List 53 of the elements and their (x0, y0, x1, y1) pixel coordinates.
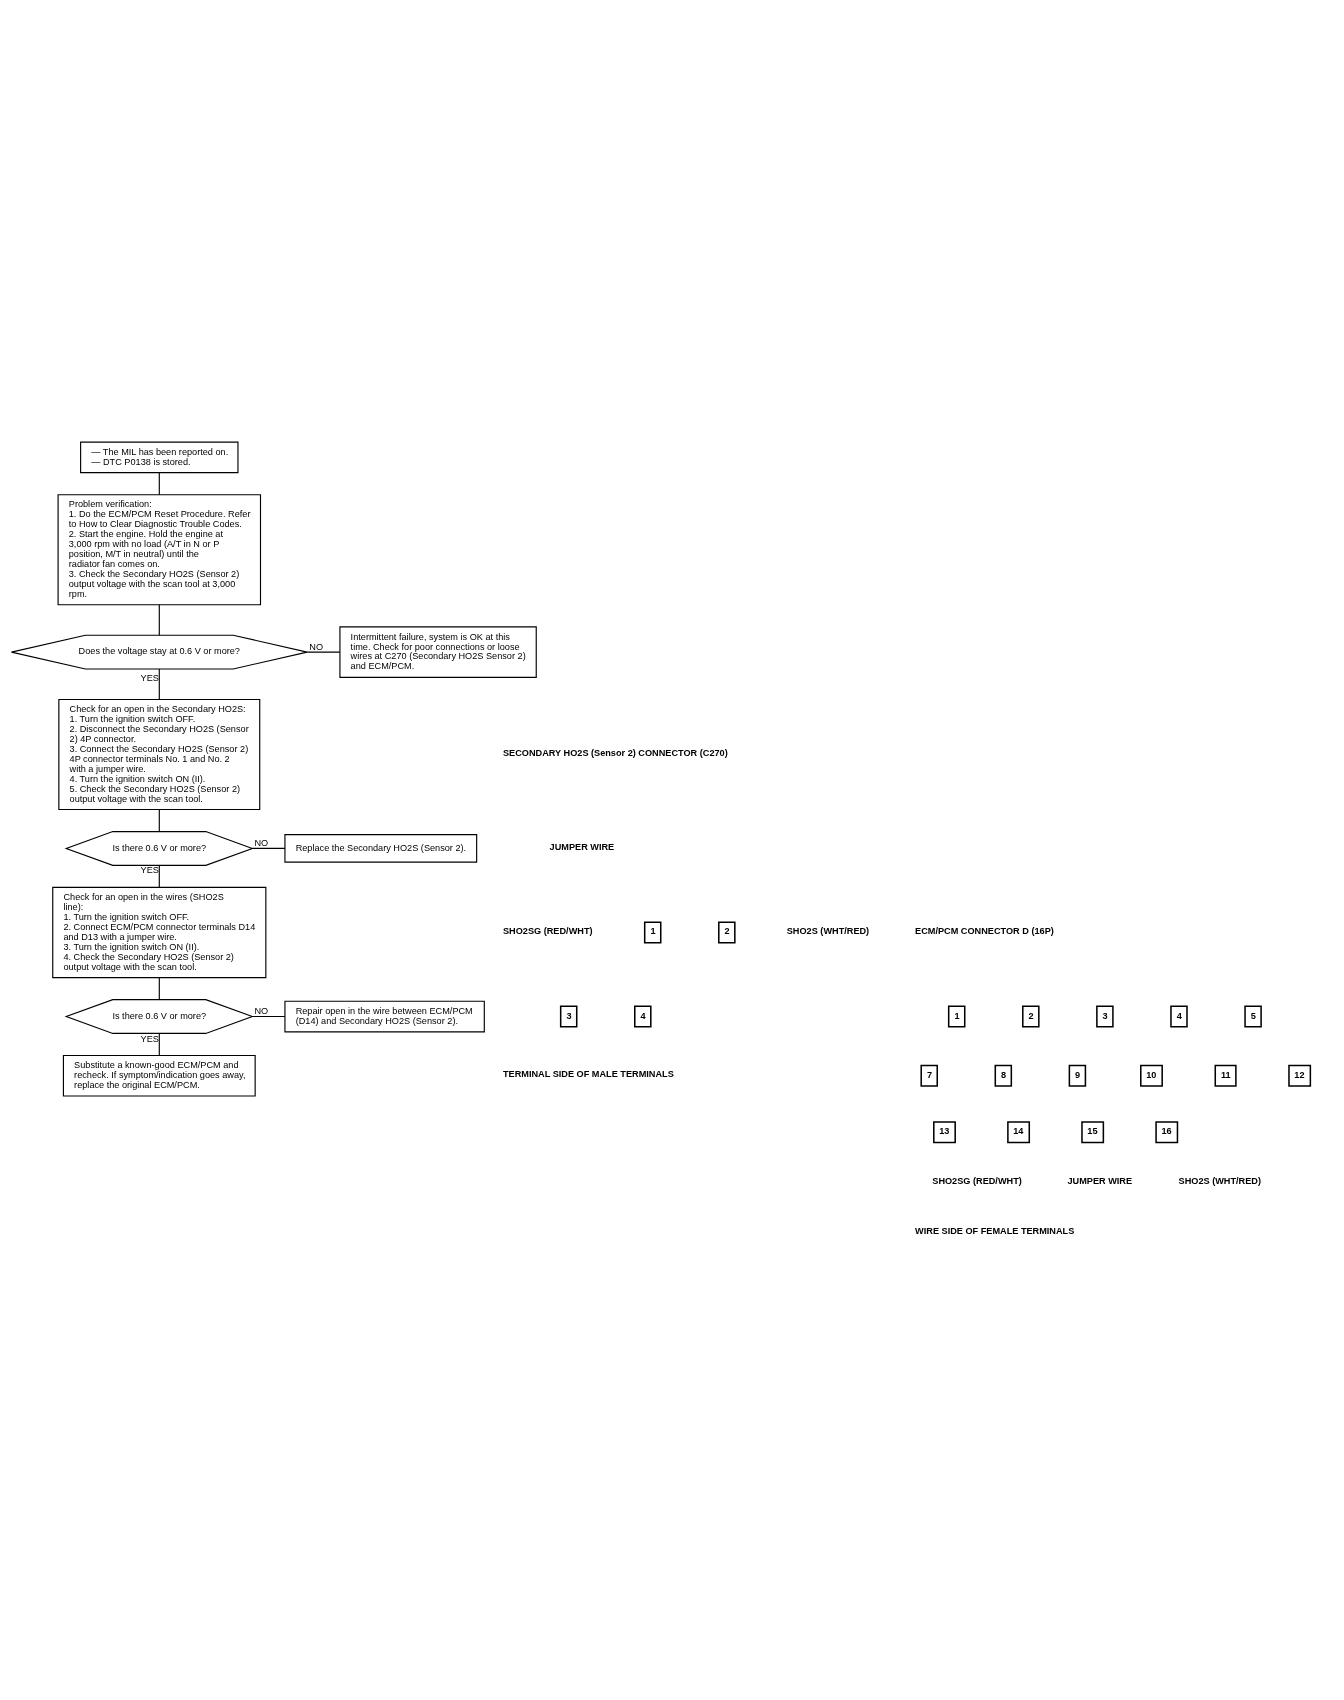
label: 16 (1161, 1126, 1172, 1137)
label: WIRE SIDE OF FEMALE TERMINALS (915, 1225, 1075, 1236)
edge-label: NO (254, 837, 269, 848)
node-box: Check for an open in the Secondary HO2S: 1. Turn the ignition switch OFF. 2. Disconnect the Secondary HO2S (Sensor 2) 4P connector. 3. Connect the Secondary HO2S (Sensor 2) 4P connector terminals No. 1 and No. 2 with a jumper wire. 4. Turn the ignition switch ON (II). 5. Check the Secondary HO2S (Sensor 2) output voltage with the scan tool. (58, 698, 261, 811)
label: 15 (1087, 1126, 1098, 1137)
node-box: Intermittent failure, system is OK at this time. Check for poor connections or loose wires at C270 (Secondary HO2S Sensor 2) and ECM/PCM. (339, 626, 537, 678)
connector (158, 1033, 160, 1057)
label: 3 (1102, 1010, 1108, 1021)
node-box: Substitute a known-good ECM/PCM and recheck. If symptom/indication goes away, replace the original ECM/PCM. (62, 1054, 256, 1097)
connector (158, 808, 160, 833)
edge-label: YES (140, 672, 159, 683)
edge-label: NO (309, 641, 324, 652)
label: ECM/PCM CONNECTOR D (16P) (915, 926, 1054, 937)
connector (158, 864, 160, 888)
label: TERMINAL SIDE OF MALE TERMINALS (503, 1069, 674, 1080)
connector (158, 472, 160, 496)
label: 13 (939, 1126, 950, 1137)
label: 2 (724, 926, 730, 937)
label: SECONDARY HO2S (Sensor 2) CONNECTOR (C270) (503, 748, 728, 759)
label: SHO2SG (RED/WHT) (503, 926, 593, 937)
edge-label: NO (254, 1005, 269, 1016)
node-box: Problem verification: 1. Do the ECM/PCM Reset Procedure. Refer to How to Clear Diagnostic Trouble Codes. 2. Start the engine. Hold the engine at 3,000 rpm with no load (A/T in N or P position, M/T in neutral) until the radiator fan comes on. 3. Check the Secondary HO2S (Sensor 2) output voltage with the scan tool at 3,000 rpm. (57, 494, 262, 606)
node-box: Repair open in the wire between ECM/PCM (D14) and Secondary HO2S (Sensor 2). (284, 1000, 485, 1033)
label: SHO2S (WHT/RED) (1178, 1175, 1262, 1186)
node-box: Replace the Secondary HO2S (Sensor 2). (284, 834, 478, 863)
connector (251, 847, 286, 849)
label: 4 (1176, 1010, 1182, 1021)
label: 11 (1220, 1069, 1231, 1080)
label: 9 (1075, 1069, 1081, 1080)
node-box: — The MIL has been reported on. — DTC P0138 is stored. (80, 441, 239, 474)
label: 14 (1013, 1126, 1024, 1137)
label: SHO2S (WHT/RED) (786, 926, 870, 937)
label: 4 (640, 1010, 646, 1021)
connector (251, 1015, 286, 1018)
label: JUMPER WIRE (1067, 1175, 1133, 1186)
node-box: Check for an open in the wires (SHO2S line): 1. Turn the ignition switch OFF. 2. Connect ECM/PCM connector terminals D14 and D13 with a jumper wire. 3. Turn the ignition switch ON (II). 4. Check the Secondary HO2S (Sensor 2) output voltage with the scan tool. (52, 886, 267, 979)
label: 8 (1001, 1069, 1007, 1080)
label: JUMPER WIRE (549, 842, 615, 853)
edge-label: YES (140, 865, 159, 876)
connector (158, 977, 160, 1000)
label: 3 (566, 1010, 572, 1021)
connector (306, 651, 341, 653)
label: 1 (954, 1010, 960, 1021)
label: 5 (1250, 1010, 1256, 1021)
label: 2 (1028, 1010, 1034, 1021)
label: SHO2SG (RED/WHT) (932, 1175, 1022, 1186)
label: 12 (1294, 1069, 1305, 1080)
label: 1 (650, 926, 656, 937)
connector (158, 668, 160, 700)
label: 10 (1146, 1069, 1157, 1080)
edge-label: YES (140, 1033, 159, 1044)
connector (158, 604, 160, 636)
label: 7 (926, 1069, 933, 1080)
